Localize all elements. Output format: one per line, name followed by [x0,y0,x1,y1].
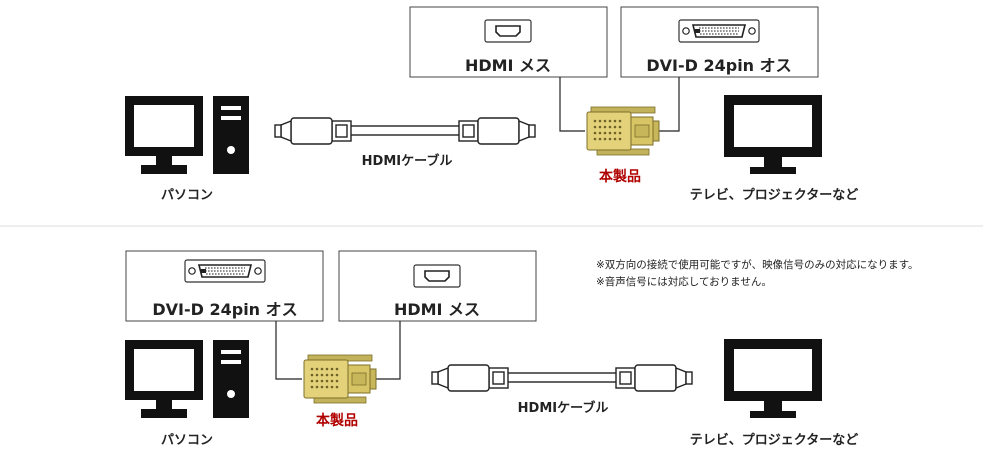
hdmi-cable-2 [431,364,693,392]
cable-plug-right-icon [458,117,536,145]
cable-label: HDMIケーブル [361,154,453,169]
product-label: 本製品 [599,169,641,185]
cable-plug-right-icon-2 [615,364,693,392]
dvi-male-label: DVI-D 24pin オス [646,56,792,75]
dvi-callout-line-2 [275,321,302,380]
hdmi-female-label-2: HDMI メス [393,300,481,319]
hdmi-port-icon-2 [413,264,461,288]
dvi-male-label-2: DVI-D 24pin オス [152,300,298,319]
cable-label-2: HDMIケーブル [517,401,609,416]
pc-label-2: パソコン [160,433,214,448]
pc-icon-2 [125,340,249,418]
product-label-2: 本製品 [316,413,358,429]
cable-plug-left-icon [274,117,352,145]
note-bidirectional: ※双方向の接続で使用可能ですが、映像信号のみの対応になります。 [596,259,919,271]
hdmi-port-icon [484,19,532,43]
display-label: テレビ、プロジェクターなど [689,188,859,203]
cable-plug-left-icon-2 [431,364,509,392]
display-label-2: テレビ、プロジェクターなど [689,433,859,448]
dvi-callout-line [653,77,680,132]
hdmi-cable [274,117,536,145]
adapter-product-icon-2 [303,354,377,404]
hdmi-female-label: HDMI メス [464,56,552,75]
dvi-port-icon [678,19,760,43]
note-audio: ※音声信号には対応しておりません。 [596,276,772,288]
tv-icon [724,95,822,174]
hdmi-callout-line [559,77,585,132]
tv-icon-2 [724,339,822,418]
dvi-port-icon-2 [184,259,266,283]
pc-icon [125,96,249,174]
adapter-product-icon [586,106,660,156]
hdmi-callout-line-2 [372,321,401,380]
pc-label: パソコン [160,188,214,203]
